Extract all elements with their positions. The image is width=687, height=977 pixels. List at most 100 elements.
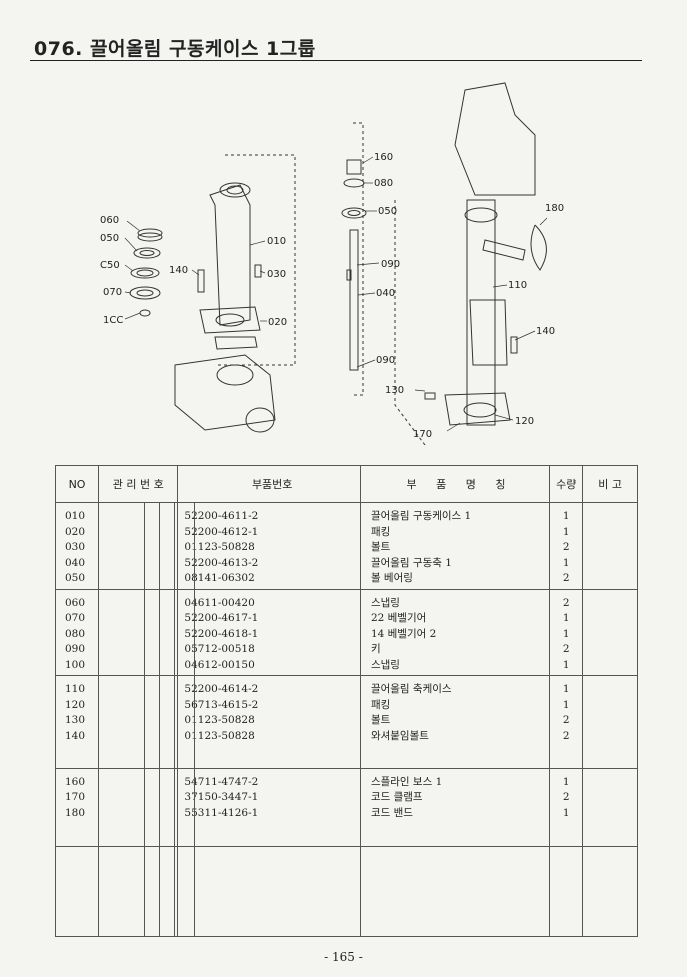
table-row-group [54, 845, 638, 938]
cell-no-value: 090 [65, 643, 86, 656]
cell-qty-value: 1 [562, 683, 570, 696]
cell-no-value: 130 [65, 714, 86, 727]
callout-140-left: 140 [169, 265, 188, 276]
cell-no-value: 070 [65, 612, 86, 625]
cell-name-value: 14 베벨기어 2 [370, 627, 437, 640]
cell-part_no-value: 52200-4613-2 [184, 556, 259, 569]
cell-name-value: 끌어올림 축케이스 [370, 683, 452, 696]
callout-010: 010 [267, 236, 286, 247]
cell-name-value: 볼트 [370, 541, 391, 553]
cell-qty [549, 845, 584, 938]
cell-mgmt [98, 588, 196, 677]
cell-part_no-value: 56713-4615-2 [184, 698, 259, 711]
cell-part_no-value: 01123-50828 [184, 729, 255, 742]
header-part-name: 부 품 명 칭 [359, 465, 551, 503]
cell-remark [582, 588, 638, 677]
cell-no-value: 140 [65, 729, 86, 742]
cell-no-value: 010 [65, 510, 86, 522]
cell-name-value: 키 [370, 643, 381, 656]
callout-090-top: 090 [381, 259, 400, 270]
mgmt-subdivider [159, 503, 161, 589]
cell-part_no: 04611-00420 52200-4617-1 52200-4618-1 05712… [177, 588, 361, 677]
cell-part_no: 52200-4614-2 56713-4615-2 01123-50828 01123… [177, 675, 361, 769]
mgmt-subdivider [194, 589, 196, 676]
cell-no: 110 120 130 140 [54, 675, 100, 769]
mgmt-subdivider [144, 676, 146, 768]
header-mgmt: 관 리 번 호 [98, 465, 179, 503]
callout-140-right: 140 [536, 326, 555, 337]
cell-qty-value: 1 [562, 612, 570, 625]
mgmt-subdivider [174, 768, 176, 846]
cell-name-value: 패킹 [370, 698, 391, 711]
cell-mgmt [98, 502, 196, 590]
cell-no-value: 170 [65, 791, 86, 804]
cell-mgmt [98, 675, 196, 769]
cell-qty-value: 2 [562, 572, 570, 584]
cell-name-value: 볼 베어링 [370, 572, 413, 584]
cell-no-value: 180 [65, 806, 86, 819]
cell-part_no-value: 05712-00518 [184, 643, 255, 656]
mgmt-subdivider [144, 768, 146, 846]
mgmt-subdivider [174, 846, 176, 936]
cell-remark [582, 675, 638, 769]
callout-170: 170 [413, 429, 432, 440]
mgmt-subdivider [144, 503, 146, 589]
cell-part_no-value: 52200-4618-1 [184, 627, 259, 640]
cell-no-value: 050 [65, 572, 86, 584]
cell-name-value: 스플라인 보스 1 [370, 775, 443, 788]
cell-remark [582, 502, 638, 590]
cell-remark [582, 845, 638, 938]
mgmt-subdivider [159, 589, 161, 676]
cell-no-value: 110 [65, 683, 86, 696]
cell-name-value: 패킹 [370, 525, 391, 538]
cell-part_no-value: 52200-4617-1 [184, 612, 259, 625]
mgmt-subdivider [159, 846, 161, 936]
mgmt-subdivider [194, 676, 196, 768]
cell-name [359, 845, 551, 938]
callout-120: 120 [515, 416, 534, 427]
cell-qty-value: 1 [562, 775, 570, 788]
mgmt-subdivider [194, 768, 196, 846]
cell-qty-value: 1 [562, 627, 570, 640]
cell-part_no-value: 37150-3447-1 [184, 791, 259, 804]
mgmt-subdivider [174, 676, 176, 768]
cell-part_no-value: 01123-50828 [184, 714, 255, 727]
cell-no [54, 845, 100, 938]
cell-part_no-value: 52200-4614-2 [184, 683, 259, 696]
cell-no-value: 040 [65, 556, 86, 569]
page-title: 076. 끌어올림 구동케이스 1그룹 [34, 38, 316, 60]
callout-100: 1CC [103, 315, 123, 326]
cell-qty-value: 1 [562, 525, 570, 538]
mgmt-subdivider [159, 676, 161, 768]
cell-name-value: 스냅링 [370, 658, 400, 671]
mgmt-subdivider [194, 503, 196, 589]
callout-080: C50 [100, 260, 120, 271]
cell-part_no-value: 08141-06302 [184, 572, 255, 584]
callout-110: 110 [508, 280, 527, 291]
cell-no-value: 120 [65, 698, 86, 711]
cell-part_no-value: 04611-00420 [184, 596, 255, 609]
cell-name-value: 끌어올림 구동케이스 1 [370, 510, 472, 522]
cell-no-value: 080 [65, 627, 86, 640]
mgmt-subdivider [144, 846, 146, 936]
cell-part_no-value: 55311-4126-1 [184, 806, 259, 819]
cell-part_no [177, 845, 361, 938]
cell-qty-value: 2 [562, 643, 570, 656]
callout-060: 060 [100, 215, 119, 226]
cell-name-value: 볼트 [370, 714, 391, 727]
cell-name-value: 코드 밴드 [370, 806, 413, 819]
cell-qty-value: 1 [562, 510, 570, 522]
title-rule [30, 60, 642, 61]
